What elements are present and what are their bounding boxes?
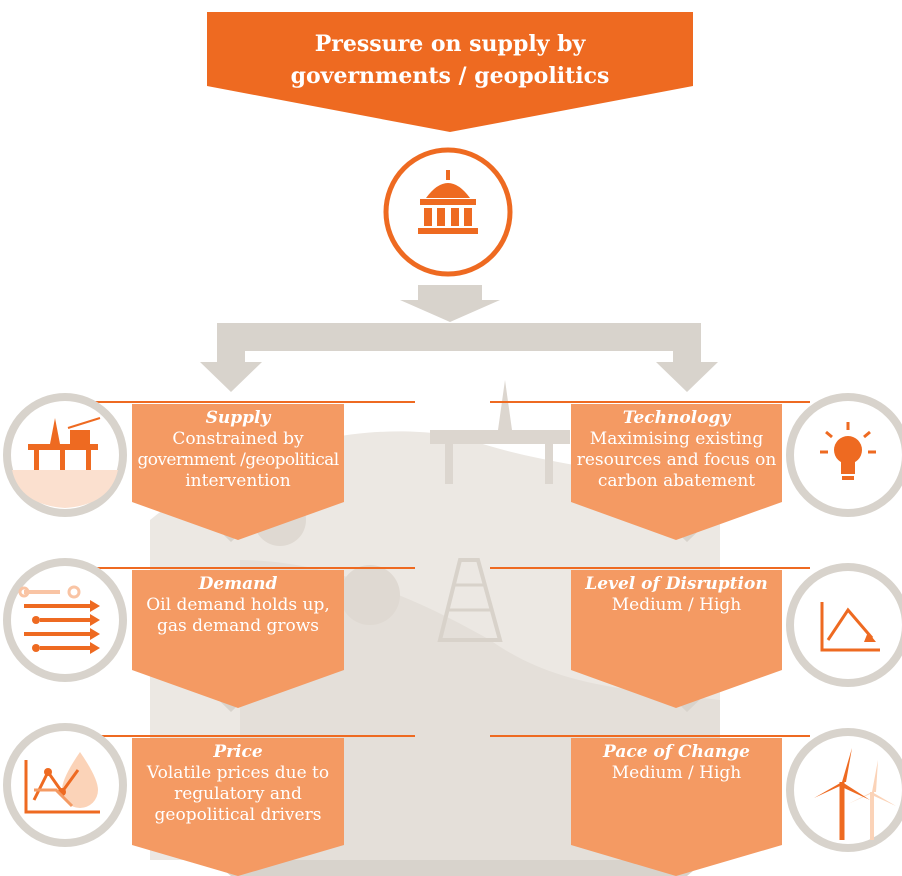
price-chart-droplet-icon [3,723,127,847]
supply-line-1: Constrained by [172,429,304,449]
technology-line-3: carbon abatement [597,471,756,491]
supply-line-2: government /geopolitical [137,450,339,470]
pace-box: Pace of Change Medium / High [571,738,782,784]
header-banner [207,12,693,132]
technology-line-2: resources and focus on [576,450,777,470]
government-building-icon [383,147,513,277]
price-title: Price [213,742,263,762]
left-arrow-1 [200,362,262,392]
right-boxes [490,401,810,876]
disruption-line-1: Medium / High [611,595,742,615]
lightbulb-icon [786,393,902,517]
left-boxes [95,401,415,876]
wind-turbine-icon [786,728,902,852]
pace-line-1: Medium / High [611,763,742,783]
split-bar [217,323,701,351]
supply-title: Supply [205,408,271,428]
technology-title: Technology [622,408,731,428]
price-line-3: geopolitical drivers [154,805,322,825]
demand-title: Demand [198,574,278,594]
price-box: Price Volatile prices due to regulatory … [132,738,344,826]
header-line-1: Pressure on supply by [314,31,586,57]
price-line-1: Volatile prices due to [146,763,330,783]
pace-title: Pace of Change [603,742,750,762]
header-line-2: governments / geopolitics [290,63,610,89]
disruption-box-shape [571,570,782,708]
price-line-2: regulatory and [174,784,302,804]
demand-line-2: gas demand grows [156,616,320,636]
pace-box-shape [571,738,782,876]
header-title: Pressure on supply by governments / geop… [207,12,693,132]
technology-line-1: Maximising existing [589,429,764,449]
demand-box-shape [132,570,344,708]
technology-box-shape [571,404,782,540]
right-arrow-1 [656,362,718,392]
center-down-arrow [400,285,500,322]
declining-chart-icon [786,563,902,687]
disruption-box: Level of Disruption Medium / High [571,570,782,616]
supply-line-3: intervention [185,471,291,491]
supply-box-shape [132,404,344,540]
price-box-shape [132,738,344,876]
technology-box: Technology Maximising existing resources… [571,404,782,492]
arrows-flow-icon [3,558,127,682]
offshore-oil-rig-icon [3,393,127,517]
supply-box: Supply Constrained by government /geopol… [132,404,344,492]
demand-box: Demand Oil demand holds up, gas demand g… [132,570,344,637]
demand-line-1: Oil demand holds up, [146,595,330,615]
disruption-title: Level of Disruption [585,574,768,594]
